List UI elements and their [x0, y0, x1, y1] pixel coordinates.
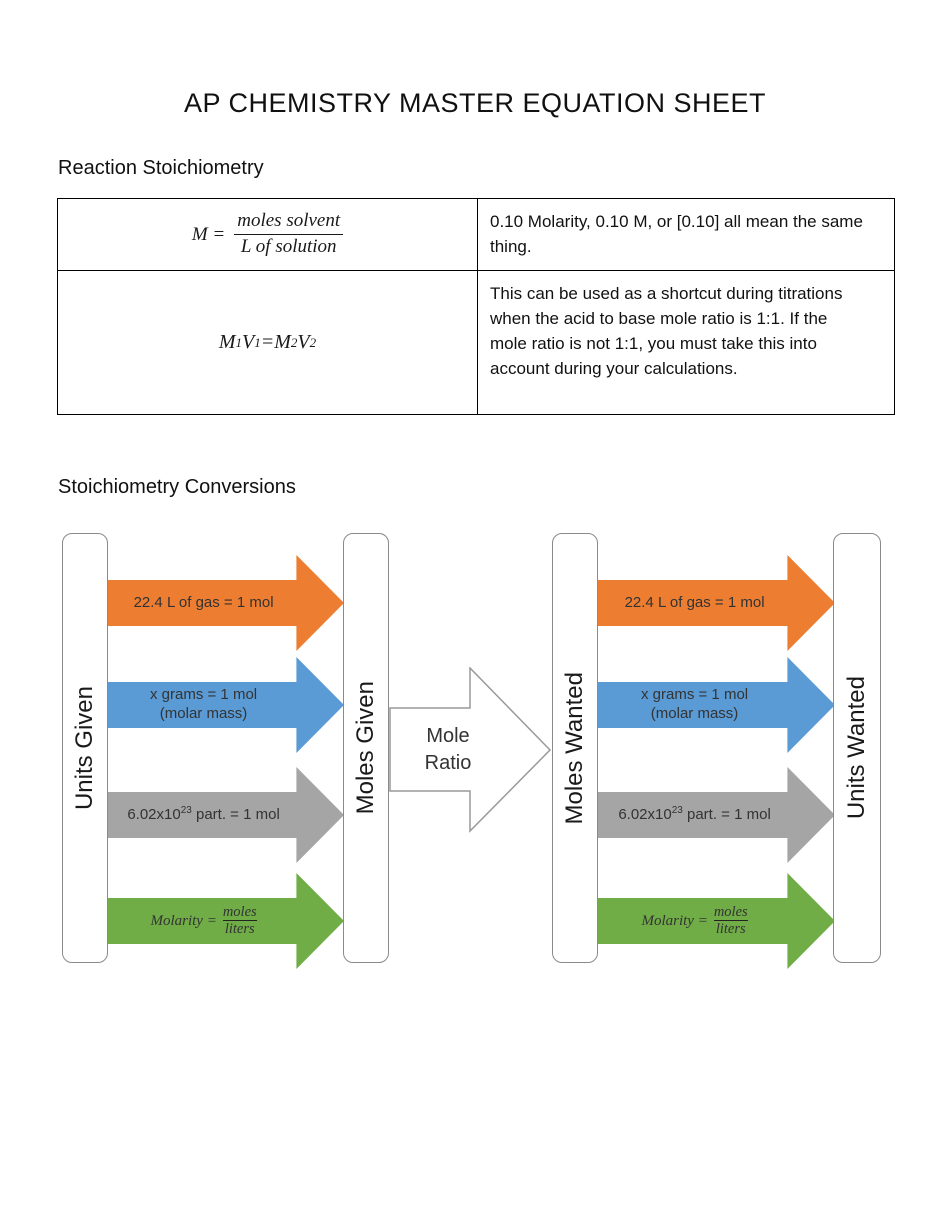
- molarity-denominator: liters: [713, 920, 748, 938]
- molarity-conversion-label: Molarity = moles liters: [111, 896, 297, 946]
- mole-ratio-line2: Ratio: [424, 752, 472, 774]
- mole-ratio-arrow-icon: [389, 667, 552, 833]
- equation-lhs: M =: [191, 223, 226, 245]
- eq-term: V: [297, 331, 310, 353]
- eq-term: M: [218, 331, 236, 353]
- eq-subscript: 2: [309, 334, 317, 350]
- grams-line2: (molar mass): [159, 704, 248, 722]
- gas-conversion-arrow: 22.4 L of gas = 1 mol: [106, 555, 344, 651]
- molarity-conversion-arrow: Molarity = moles liters: [106, 873, 344, 969]
- moles-given-label: Moles Given: [352, 681, 379, 815]
- dilution-description: This can be used as a shortcut during ti…: [490, 284, 843, 378]
- units-given-bar: Units Given: [62, 533, 108, 963]
- moles-wanted-bar: Moles Wanted: [552, 533, 598, 963]
- section-heading-reaction-stoichiometry: Reaction Stoichiometry: [58, 157, 264, 179]
- particles-base: 6.02x10: [618, 805, 672, 823]
- particles-conversion-label: 6.02x1023 part. = 1 mol: [602, 790, 788, 840]
- gas-conversion-label: 22.4 L of gas = 1 mol: [624, 593, 765, 611]
- molarity-lhs: Molarity =: [641, 912, 708, 929]
- grams-conversion-arrow: x grams = 1 mol (molar mass): [106, 657, 344, 753]
- molarity-fraction: moles liters: [222, 903, 257, 938]
- eq-subscript: 2: [290, 334, 298, 350]
- particles-suffix: part. = 1 mol: [682, 805, 771, 823]
- molarity-fraction: moles liters: [713, 903, 748, 938]
- section-heading-stoichiometry-conversions: Stoichiometry Conversions: [58, 476, 296, 498]
- grams-line2: (molar mass): [650, 704, 739, 722]
- particles-text: 6.02x1023 part. = 1 mol: [127, 804, 280, 825]
- grams-conversion-label: x grams = 1 mol (molar mass): [111, 680, 297, 730]
- particles-conversion-arrow: 6.02x1023 part. = 1 mol: [106, 767, 344, 863]
- molarity-conversion-label: Molarity = moles liters: [602, 896, 788, 946]
- equation-fraction: moles solvent L of solution: [234, 210, 344, 259]
- gas-conversion-label: 22.4 L of gas = 1 mol: [133, 593, 274, 611]
- page-title: AP CHEMISTRY MASTER EQUATION SHEET: [183, 88, 767, 118]
- eq-subscript: 1: [235, 334, 243, 350]
- mole-ratio-label: Mole Ratio: [392, 707, 504, 793]
- fraction-numerator: moles solvent: [237, 210, 341, 232]
- grams-conversion-arrow: x grams = 1 mol (molar mass): [597, 657, 835, 753]
- particles-conversion-label: 6.02x1023 part. = 1 mol: [111, 790, 297, 840]
- reaction-stoichiometry-table: M = moles solvent L of solution 0.10 Mol…: [57, 198, 895, 415]
- molarity-denominator: liters: [222, 920, 257, 938]
- moles-wanted-label: Moles Wanted: [561, 671, 588, 825]
- molarity-equation-cell: M = moles solvent L of solution: [58, 199, 478, 271]
- grams-line1: x grams = 1 mol: [641, 686, 749, 704]
- particles-suffix: part. = 1 mol: [191, 805, 280, 823]
- particles-base: 6.02x10: [127, 805, 181, 823]
- particles-text: 6.02x1023 part. = 1 mol: [618, 804, 771, 825]
- units-wanted-label: Units Wanted: [843, 676, 870, 820]
- eq-subscript: 1: [254, 334, 261, 350]
- eq-equals: =: [260, 331, 275, 353]
- grams-conversion-label: x grams = 1 mol (molar mass): [602, 680, 788, 730]
- units-given-label: Units Given: [71, 685, 98, 811]
- units-wanted-bar: Units Wanted: [833, 533, 881, 963]
- particles-exponent: 23: [671, 804, 683, 816]
- fraction-denominator: L of solution: [234, 234, 344, 259]
- molarity-equation: M = moles solvent L of solution: [191, 210, 344, 259]
- moles-given-bar: Moles Given: [343, 533, 389, 963]
- molarity-numerator: moles: [713, 903, 748, 920]
- gas-conversion-arrow: 22.4 L of gas = 1 mol: [597, 555, 835, 651]
- eq-term: M: [274, 331, 291, 353]
- molarity-description: 0.10 Molarity, 0.10 M, or [0.10] all mea…: [478, 199, 894, 271]
- molarity-conversion-arrow: Molarity = moles liters: [597, 873, 835, 969]
- mole-ratio-line1: Mole: [426, 725, 470, 747]
- particles-exponent: 23: [180, 804, 192, 816]
- molarity-numerator: moles: [222, 903, 257, 920]
- particles-conversion-arrow: 6.02x1023 part. = 1 mol: [597, 767, 835, 863]
- eq-term: V: [242, 331, 255, 353]
- table-row: M = moles solvent L of solution 0.10 Mol…: [58, 199, 894, 271]
- grams-line1: x grams = 1 mol: [150, 686, 258, 704]
- molarity-lhs: Molarity =: [150, 912, 217, 929]
